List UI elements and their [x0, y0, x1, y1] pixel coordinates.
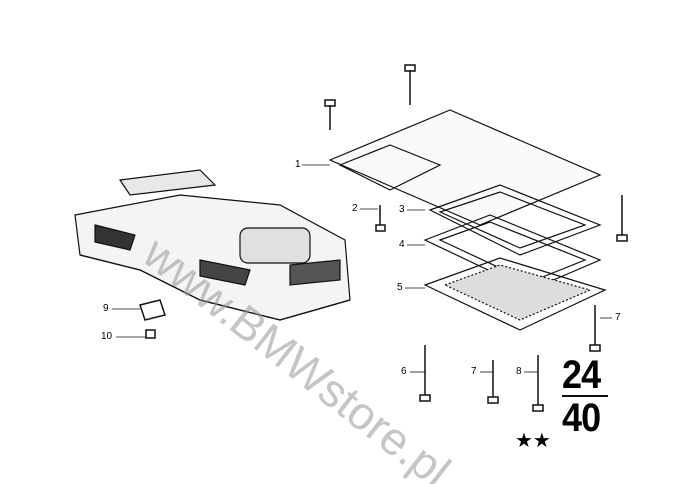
leader-lines — [112, 164, 612, 373]
callout-10: 10 — [101, 331, 113, 342]
callout-7a: 7 — [471, 366, 477, 377]
callout-3: 3 — [399, 204, 405, 215]
stars-icon: ★★ — [515, 430, 551, 452]
intermediate-plate — [328, 109, 602, 226]
callout-1: 1 — [295, 159, 301, 170]
callout-4: 4 — [399, 239, 405, 250]
callout-6: 6 — [401, 366, 407, 377]
group-number-bottom: 40 — [562, 396, 601, 440]
callout-5: 5 — [397, 282, 403, 293]
callout-7b: 7 — [615, 312, 621, 323]
callout-8: 8 — [516, 366, 522, 377]
valve-body-housing — [74, 169, 351, 321]
strainer-screen — [423, 257, 607, 331]
bolts — [139, 64, 628, 412]
callout-2: 2 — [352, 203, 358, 214]
callout-9: 9 — [103, 303, 109, 314]
gasket-upper — [428, 184, 602, 256]
group-number-top: 24 — [562, 353, 601, 397]
